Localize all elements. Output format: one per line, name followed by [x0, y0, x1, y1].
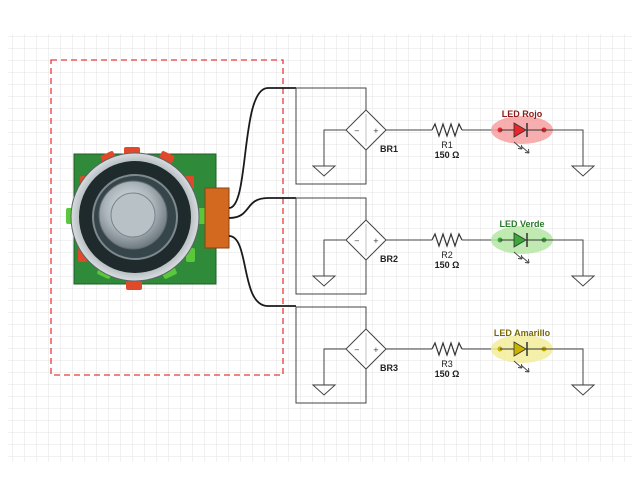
resistor-value: 150 Ω [435, 260, 460, 270]
ground-icon [570, 165, 596, 177]
encoder-wires [228, 87, 296, 307]
ground-icon [311, 275, 337, 287]
led-diode-icon[interactable] [513, 232, 527, 248]
bridge-plus-sign: + [373, 127, 379, 135]
led-diode-icon[interactable] [513, 122, 527, 138]
bridge-plus-sign: + [373, 237, 379, 245]
encoder-connector [204, 187, 230, 249]
emission-arrow [520, 255, 530, 264]
light-emission-icon [513, 251, 530, 264]
wire [296, 197, 367, 220]
wire [296, 87, 367, 110]
wire [296, 306, 367, 329]
wire [295, 88, 367, 185]
light-emission-icon [513, 360, 530, 373]
bridge-minus-sign: − [354, 346, 360, 354]
emission-arrow [513, 141, 523, 150]
ground-icon [311, 384, 337, 396]
encoder-knob-cap [110, 192, 156, 238]
wire [295, 198, 367, 295]
wire [544, 348, 584, 385]
led-diode-icon[interactable] [513, 341, 527, 357]
bridge-label: BR2 [380, 254, 398, 264]
resistor-value: 150 Ω [435, 369, 460, 379]
wire [323, 239, 346, 276]
emission-arrowhead [524, 148, 530, 154]
wire [323, 129, 346, 166]
bridge-plus-sign: + [373, 346, 379, 354]
wire [544, 239, 584, 276]
selection-box[interactable] [50, 59, 284, 376]
resistor-icon[interactable] [431, 341, 463, 357]
wire [295, 307, 367, 404]
wire [323, 348, 346, 385]
bridge-minus-sign: − [354, 237, 360, 245]
bridge-minus-sign: − [354, 127, 360, 135]
resistor-label: R3 [441, 359, 453, 369]
led-label: LED Rojo [502, 109, 543, 119]
resistor-icon[interactable] [431, 232, 463, 248]
light-emission-icon [513, 141, 530, 154]
ground-icon [570, 384, 596, 396]
ground-icon [570, 275, 596, 287]
emission-arrow [513, 251, 523, 260]
emission-arrow [520, 364, 530, 373]
emission-arrow [520, 145, 530, 154]
bridge-label: BR1 [380, 144, 398, 154]
emission-arrowhead [524, 367, 530, 373]
emission-arrowhead [524, 258, 530, 264]
resistor-value: 150 Ω [435, 150, 460, 160]
led-label: LED Verde [499, 219, 544, 229]
resistor-label: R1 [441, 140, 453, 150]
ground-icon [311, 165, 337, 177]
resistor-icon[interactable] [431, 122, 463, 138]
emission-arrow [513, 360, 523, 369]
led-label: LED Amarillo [494, 328, 551, 338]
wire [544, 129, 584, 166]
bridge-label: BR3 [380, 363, 398, 373]
resistor-label: R2 [441, 250, 453, 260]
rotary-encoder-icon[interactable] [66, 147, 230, 290]
